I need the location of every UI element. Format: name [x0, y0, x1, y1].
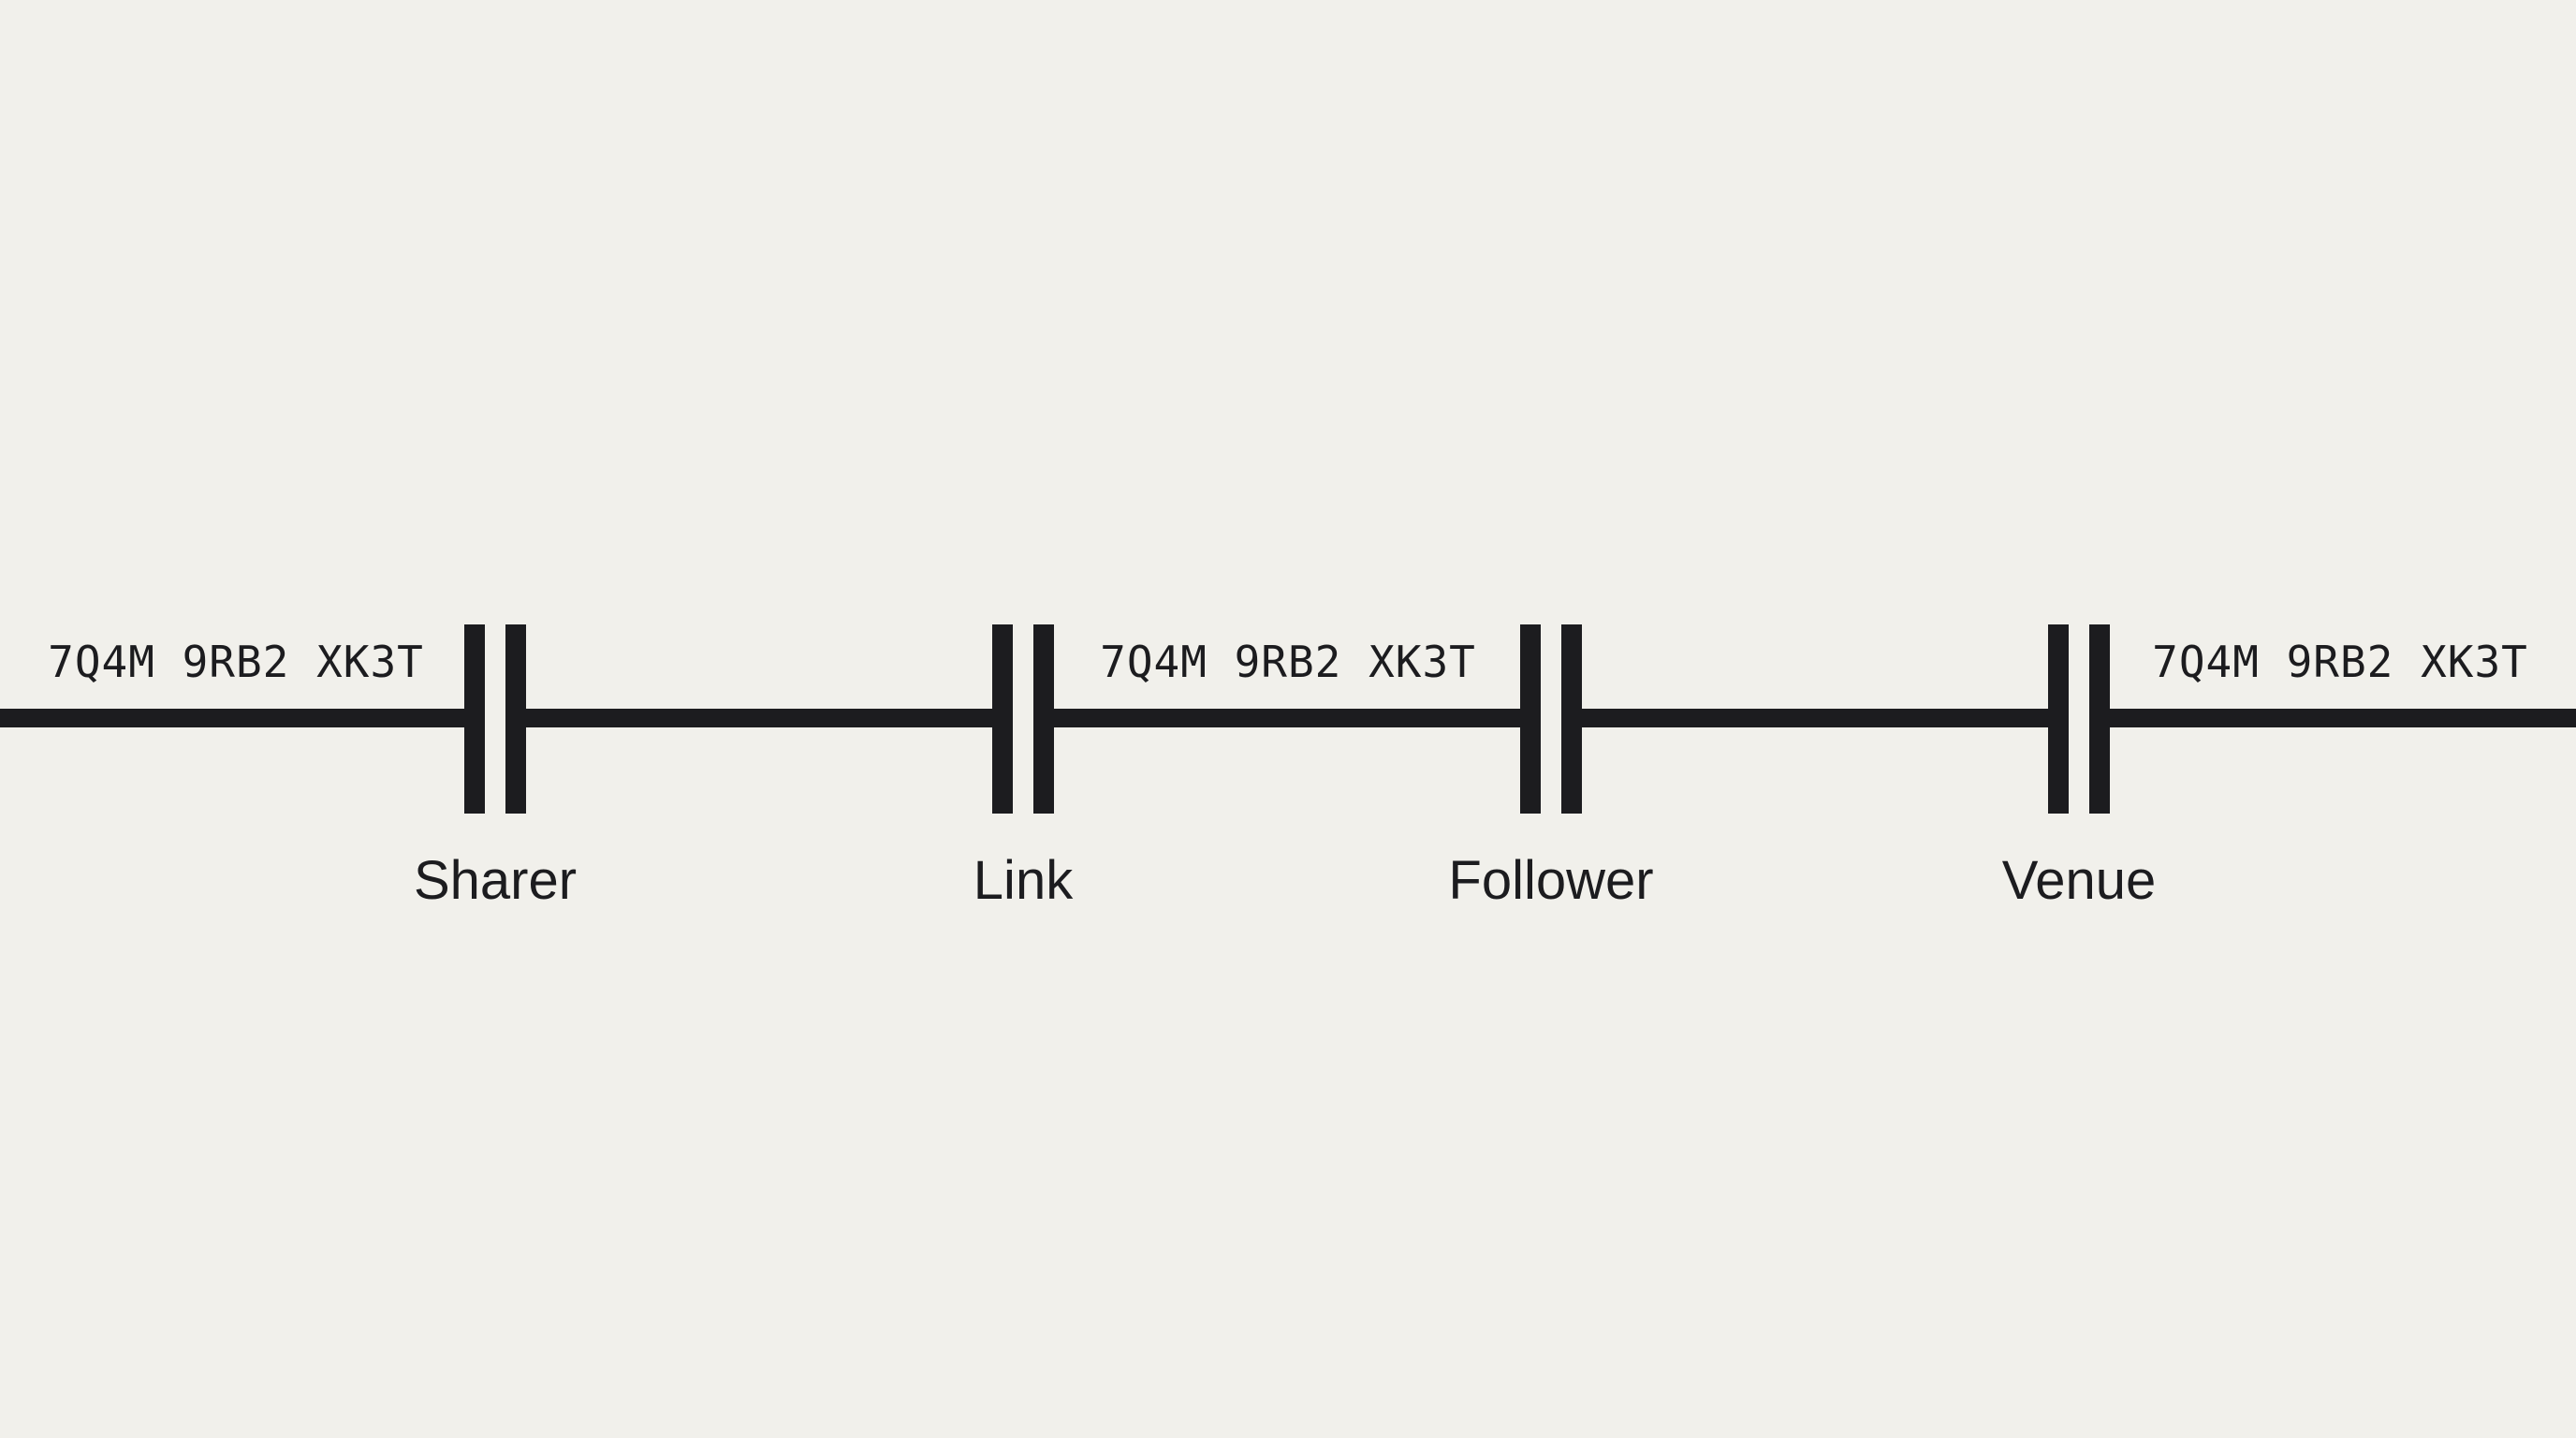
- node-link-bar-left: [992, 624, 1013, 814]
- node-sharer-symbol: [464, 624, 526, 814]
- code-label: 7Q4M 9RB2 XK3T: [2152, 637, 2528, 687]
- connector-line: [0, 709, 2576, 727]
- node-sharer-label: Sharer: [413, 850, 578, 911]
- node-sharer-bar-right: [505, 624, 526, 814]
- node-follower-label: Follower: [1448, 850, 1654, 911]
- node-link-bar-right: [1033, 624, 1054, 814]
- node-sharer-bar-left: [464, 624, 485, 814]
- node-venue-bar-right: [2089, 624, 2110, 814]
- code-label: 7Q4M 9RB2 XK3T: [48, 637, 424, 687]
- node-venue-symbol: [2048, 624, 2110, 814]
- node-follower-bar-right: [1561, 624, 1582, 814]
- node-link-symbol: [992, 624, 1054, 814]
- node-link-label: Link: [973, 850, 1074, 911]
- node-follower-bar-left: [1520, 624, 1541, 814]
- node-venue-bar-left: [2048, 624, 2069, 814]
- node-follower-symbol: [1520, 624, 1582, 814]
- code-label: 7Q4M 9RB2 XK3T: [1100, 637, 1476, 687]
- node-venue-label: Venue: [2001, 850, 2157, 911]
